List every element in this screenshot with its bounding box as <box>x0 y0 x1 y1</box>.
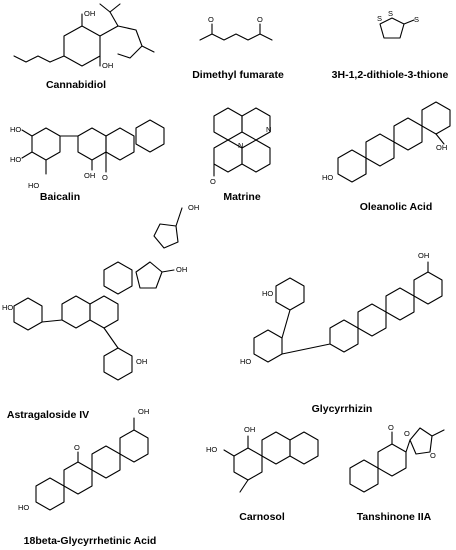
cannabidiol-hydroxyl-bottom: OH <box>102 61 113 70</box>
oleanolic-hydroxyl: HO <box>322 173 333 182</box>
caption-oleanolic-acid: Oleanolic Acid <box>360 201 433 213</box>
matrine-nitrogen-2: N <box>266 125 271 134</box>
tanshinone-oxygen-2: O <box>404 429 410 438</box>
baicalin-hydroxyl-1: HO <box>10 125 21 134</box>
caption-baicalin: Baicalin <box>40 191 80 203</box>
glycyrrhetinic-hydroxyl: HO <box>18 503 29 512</box>
glycyrrhetinic-carboxyl: OH <box>138 407 149 416</box>
cannabidiol-hydroxyl-top: OH <box>84 9 95 18</box>
matrine-lactam-oxygen: O <box>210 177 216 186</box>
caption-carnosol: Carnosol <box>239 511 285 523</box>
caption-matrine: Matrine <box>223 191 261 203</box>
dmf-oxygen-left: O <box>208 15 214 24</box>
caption-glycyrrhizin: Glycyrrhizin <box>312 403 373 415</box>
caption-tanshinone-iia: Tanshinone IIA <box>357 511 432 523</box>
glycyrrhetinic-ketone-oxygen: O <box>74 443 80 452</box>
dmf-oxygen-right: O <box>257 15 263 24</box>
structure-baicalin <box>21 119 165 175</box>
tanshinone-oxygen-1: O <box>388 423 394 432</box>
glycyrrhizin-hydroxyl-2: HO <box>240 357 251 366</box>
astragaloside-hydroxyl-top: OH <box>188 203 199 212</box>
matrine-nitrogen-1: N <box>238 141 243 150</box>
baicalin-ketone-oxygen: O <box>102 173 108 182</box>
caption-cannabidiol: Cannabidiol <box>46 79 106 91</box>
baicalin-carboxyl: HO <box>28 181 39 190</box>
glycyrrhizin-carboxyl: OH <box>418 251 429 260</box>
tanshinone-furan-oxygen: O <box>430 451 436 460</box>
caption-astragaloside-iv: Astragaloside IV <box>7 409 89 421</box>
carnosol-hydroxyl-2: HO <box>206 445 217 454</box>
astragaloside-hydroxyl-ring: OH <box>176 265 187 274</box>
structure-tanshinone-iia <box>349 427 445 493</box>
structure-astragaloside-iv <box>13 207 183 381</box>
astragaloside-hydroxyl-sugar: HO <box>2 303 13 312</box>
oleanolic-carboxyl: OH <box>436 143 447 152</box>
caption-glycyrrhetinic-acid: 18beta-Glycyrrhetinic Acid <box>24 535 157 547</box>
structure-glycyrrhizin <box>253 261 443 363</box>
structure-dimethyl-fumarate <box>199 23 273 41</box>
carnosol-hydroxyl-1: OH <box>244 425 255 434</box>
structure-cannabidiol <box>13 3 155 67</box>
astragaloside-hydroxyl-glucose: OH <box>136 357 147 366</box>
structure-glycyrrhetinic-acid <box>35 417 149 511</box>
dithiole-sulfur-2: S <box>388 9 393 18</box>
structure-carnosol <box>223 431 319 493</box>
baicalin-hydroxyl-3: OH <box>84 171 95 180</box>
structure-dithiolethione <box>379 17 415 39</box>
structure-matrine <box>213 107 271 177</box>
dithiole-sulfur-1: S <box>377 14 382 23</box>
glycyrrhizin-hydroxyl-1: HO <box>262 289 273 298</box>
caption-dimethyl-fumarate: Dimethyl fumarate <box>192 69 284 81</box>
structure-oleanolic-acid <box>337 101 451 183</box>
baicalin-hydroxyl-2: HO <box>10 155 21 164</box>
caption-dithiolethione: 3H-1,2-dithiole-3-thione <box>332 69 449 81</box>
dithiole-thione-sulfur: S <box>414 15 419 24</box>
